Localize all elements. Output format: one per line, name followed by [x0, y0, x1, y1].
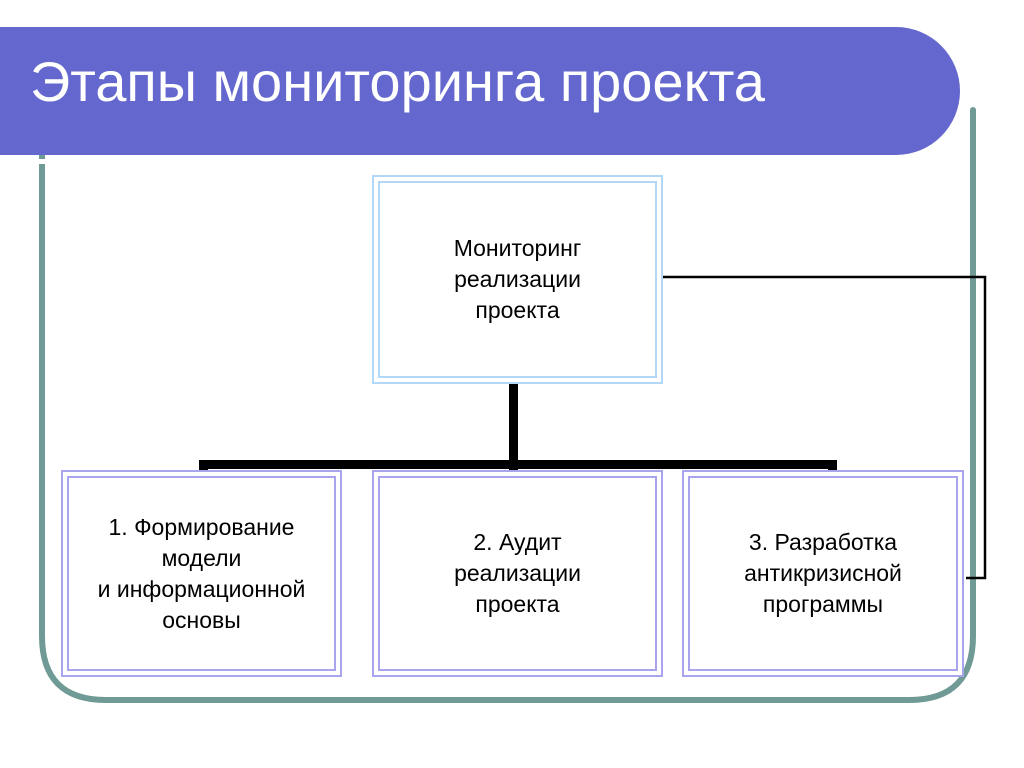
title-banner: Этапы мониторинга проекта	[0, 27, 960, 164]
page-title: Этапы мониторинга проекта	[30, 50, 765, 113]
title-underline	[0, 159, 868, 164]
node-inner-border	[378, 181, 657, 378]
node-inner-border	[688, 476, 958, 671]
node-stage-2[interactable]: 2. Аудит реализации проекта	[372, 470, 663, 677]
node-label-root: Мониторинг реализации проекта	[453, 235, 582, 323]
node-stage-1[interactable]: 1. Формирование модели и информационной …	[61, 470, 342, 677]
node-inner-border	[67, 476, 336, 671]
connector-drop-stage-2	[509, 460, 518, 476]
node-monitoring-root[interactable]: Мониторинг реализации проекта	[372, 175, 663, 384]
node-label-stage-2: 2. Аудит реализации проекта	[454, 529, 581, 617]
node-stage-3[interactable]: 3. Разработка антикризисной программы	[682, 470, 964, 677]
connector-drop-stage-1	[199, 460, 208, 476]
node-label-stage-1: 1. Формирование модели и информационной …	[97, 513, 306, 633]
node-inner-border	[378, 476, 657, 671]
connector-root-vertical	[509, 383, 518, 475]
node-label-stage-3: 3. Разработка антикризисной программы	[744, 529, 902, 617]
connector-horizontal-bus	[203, 460, 833, 469]
